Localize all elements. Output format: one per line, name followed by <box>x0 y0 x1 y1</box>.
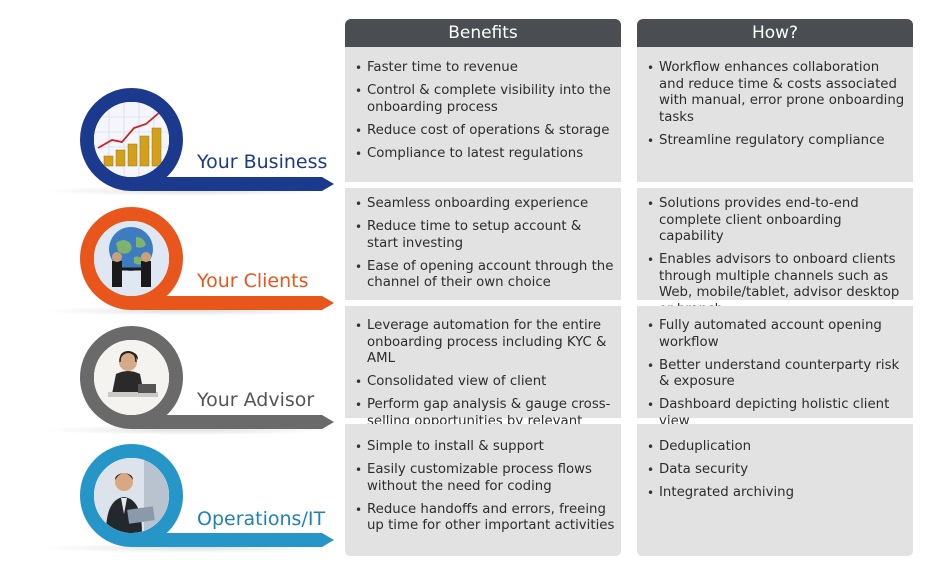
benefit-item: Simple to install & support <box>355 439 615 456</box>
how-item: Integrated archiving <box>647 485 907 502</box>
benefit-item: Compliance to latest regulations <box>355 146 615 163</box>
how-cell-operations: Deduplication Data security Integrated a… <box>637 424 913 556</box>
row-shadow <box>40 306 340 316</box>
businessman-laptop-icon <box>94 458 169 533</box>
ribbon-arrow <box>322 177 334 191</box>
how-item: Data security <box>647 462 907 479</box>
benefit-item: Faster time to revenue <box>355 60 615 77</box>
row-shadow <box>40 543 340 553</box>
benefit-item: Seamless onboarding experience <box>355 196 615 213</box>
how-cell-business: Workflow enhances collaboration and redu… <box>637 47 913 182</box>
how-header: How? <box>637 19 913 47</box>
how-item: Streamline regulatory compliance <box>647 133 907 150</box>
how-item: Better understand counterparty risk & ex… <box>647 358 907 391</box>
how-item: Fully automated account opening workflow <box>647 318 907 351</box>
ribbon-tail <box>130 177 322 191</box>
row-label-operations: Operations/IT <box>197 508 326 530</box>
benefit-item: Leverage automation for the entire onboa… <box>355 318 615 368</box>
how-item: Workflow enhances collaboration and redu… <box>647 60 907 126</box>
benefit-item: Control & complete visibility into the o… <box>355 83 615 116</box>
ribbon-tail <box>130 533 322 547</box>
benefits-header-label: Benefits <box>448 23 518 43</box>
benefit-item: Easily customizable process flows withou… <box>355 462 615 495</box>
row-shadow <box>40 186 340 196</box>
benefit-item: Reduce cost of operations & storage <box>355 123 615 140</box>
how-item: Solutions provides end-to-end complete c… <box>647 196 907 246</box>
benefit-item: Reduce handoffs and errors, freeing up t… <box>355 502 615 535</box>
how-item: Deduplication <box>647 439 907 456</box>
row-label-business: Your Business <box>197 151 328 173</box>
benefit-item: Consolidated view of client <box>355 374 615 391</box>
benefit-item: Reduce time to setup account & start inv… <box>355 219 615 252</box>
benefits-cell-business: Faster time to revenue Control & complet… <box>345 47 621 182</box>
benefits-header: Benefits <box>345 19 621 47</box>
ribbon-arrow <box>322 296 334 310</box>
ribbon-tail <box>130 415 322 429</box>
row-shadow <box>40 425 340 435</box>
benefit-item: Ease of opening account through the chan… <box>355 259 615 292</box>
handshake-globe-icon <box>94 221 169 296</box>
coins-growth-icon <box>94 102 169 177</box>
row-label-advisor: Your Advisor <box>197 389 315 411</box>
how-header-label: How? <box>751 23 799 43</box>
ribbon-arrow <box>322 415 334 429</box>
ribbon-tail <box>130 296 322 310</box>
advisor-headset-icon <box>94 340 169 415</box>
ribbon-arrow <box>322 533 334 547</box>
how-cell-advisor: Fully automated account opening workflow… <box>637 306 913 429</box>
benefits-cell-advisor: Leverage automation for the entire onboa… <box>345 306 621 445</box>
benefits-cell-operations: Simple to install & support Easily custo… <box>345 424 621 556</box>
how-cell-clients: Solutions provides end-to-end complete c… <box>637 188 913 317</box>
row-label-clients: Your Clients <box>197 270 309 292</box>
benefits-cell-clients: Seamless onboarding experience Reduce ti… <box>345 188 621 300</box>
